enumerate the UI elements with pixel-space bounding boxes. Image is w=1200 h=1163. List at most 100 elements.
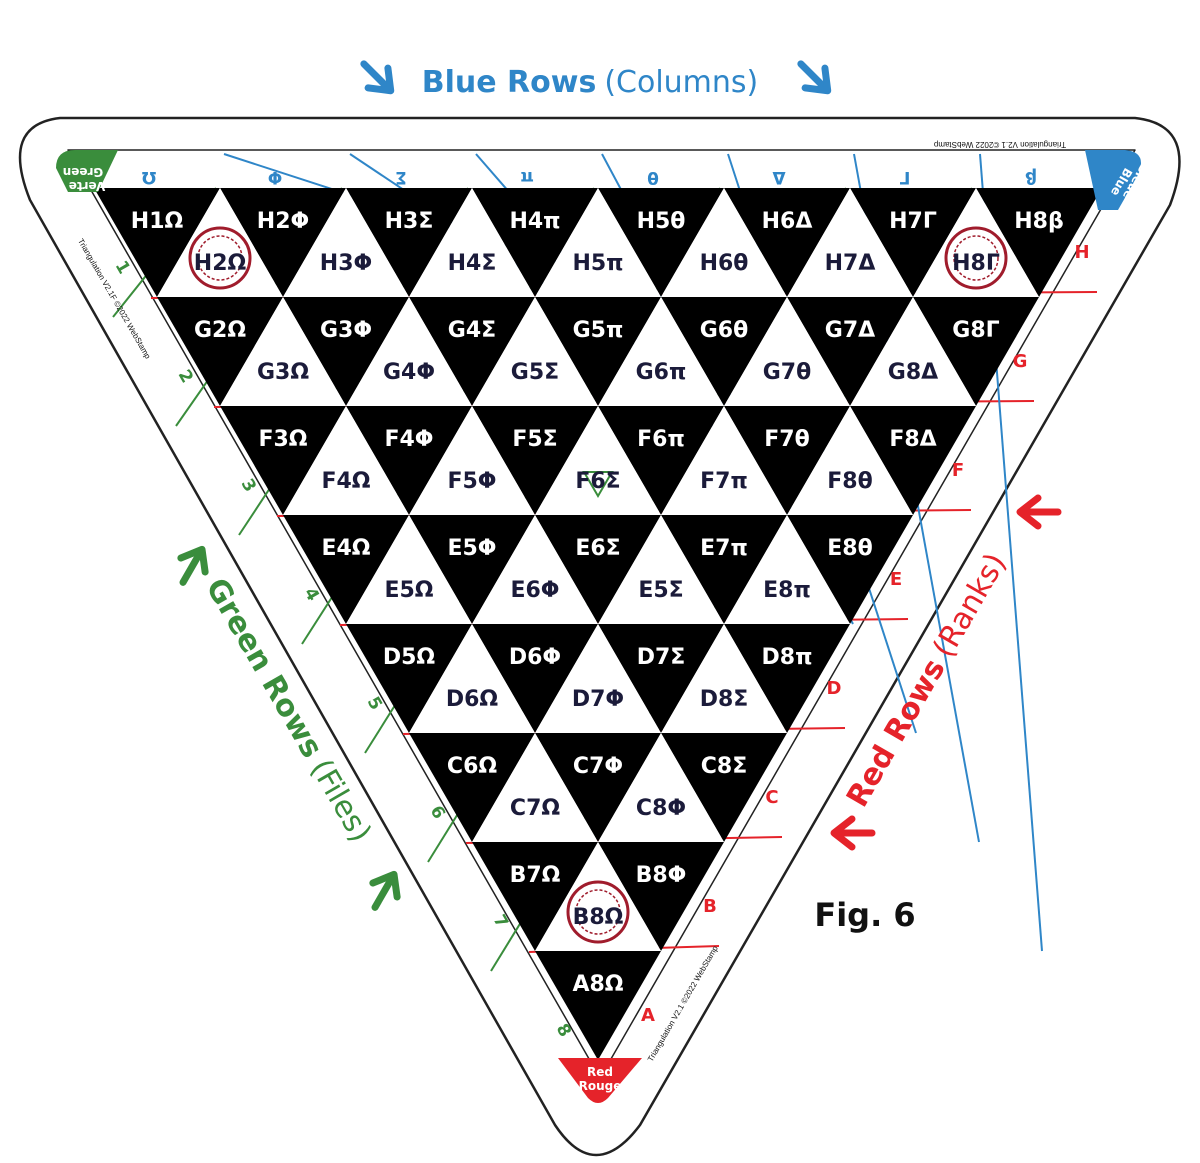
cell-label: E5Σ [638,578,683,603]
cell-dark [913,297,1039,406]
red-rank-letter: D [827,678,842,699]
stamp-seal-inner [953,235,999,281]
blue-corner-tab [1085,150,1142,210]
cell-dark [220,406,346,515]
cell-dark [409,733,535,842]
cell-label: C8Φ [636,796,686,821]
cell-label: E7π [700,536,748,561]
cell-label: H8Γ [952,251,1000,276]
cell-light [787,406,913,515]
cell-light [724,297,850,406]
red-rank-letter: A [641,1005,655,1026]
cell-light [472,515,598,624]
figure-label: Fig. 6 [814,896,915,934]
cell-light [724,515,850,624]
cell-label: F7θ [764,427,809,452]
cell-label: F5Σ [512,427,557,452]
cell-label: F5Φ [447,469,496,494]
cell-label: D7Σ [637,645,686,670]
cell-label: F7π [700,469,748,494]
cell-light [283,406,409,515]
cell-label: H2Φ [257,209,309,234]
cell-dark [598,406,724,515]
cell-light [220,297,346,406]
red-corner-text: Rouge [579,1079,622,1093]
stamp-seal [944,226,1008,290]
arrow-shaft [797,60,829,92]
red-corner-text: Red [587,1065,613,1079]
cell-label: H4Σ [448,251,497,276]
cell-label: H2Ω [194,251,247,276]
cell-light [283,188,409,297]
cell-dark [283,297,409,406]
stamp-seal-inner [575,889,621,935]
arrow-head [364,64,395,95]
arrows [177,60,1062,911]
cell-label: G5π [573,318,624,343]
red-arrow-upper [1016,494,1062,530]
cell-light [787,188,913,297]
cell-label: H7Δ [825,251,876,276]
cell-label: H5π [572,251,623,276]
arrow-shaft [179,549,204,586]
cell-label: H6Δ [762,209,813,234]
cell-light [535,624,661,733]
arrow-head [369,870,401,901]
cell-dark [535,297,661,406]
cell-label: G5Σ [511,360,559,385]
red-rank-letter: G [1013,351,1028,372]
cell-dark [220,188,346,297]
cell-label: E8θ [827,536,872,561]
cell-label: C7Ω [510,796,560,821]
blue-column-symbol: θ [647,167,659,187]
cell-light [598,515,724,624]
cell-label: F4Ω [321,469,370,494]
cell-label: G8Γ [952,318,999,343]
stamp-seal-inner [197,235,243,281]
cell-dark [598,624,724,733]
blue-column-symbol: π [520,167,533,187]
cell-dark [661,733,787,842]
cell-label: F6Σ [575,469,620,494]
cell-dark [157,297,283,406]
cell-dark [850,406,976,515]
cell-light [535,188,661,297]
cell-dark [661,297,787,406]
cell-light [598,297,724,406]
cell-label: B8Φ [636,863,687,888]
cell-label: E4Ω [321,536,370,561]
cell-dark [346,406,472,515]
arrow-head [1016,494,1042,530]
red-rank-letter: F [952,460,964,481]
cell-label: D6Ω [446,687,499,712]
cell-label: H1Ω [131,209,184,234]
cell-label: G4Σ [448,318,496,343]
red-arrow-lower [830,815,876,851]
cell-label: E5Φ [447,536,496,561]
cell-label: B8Ω [573,905,624,930]
cell-label: A8Ω [572,972,623,997]
cell-dark [724,624,850,733]
cell-dark [850,188,976,297]
cell-dark [409,515,535,624]
cell-label: G7θ [763,360,811,385]
cell-dark [346,624,472,733]
cell-light [661,406,787,515]
cell-label: H3Φ [320,251,372,276]
cell-label: D7Φ [572,687,624,712]
cell-dark [724,188,850,297]
arrow-head [177,545,209,576]
blue-arrow-right [797,60,832,95]
copyright-top: Triangulation V2.1 ©2022 WebStamp [933,140,1066,149]
cell-label: D8π [762,645,813,670]
red-rank-letter: H [1074,242,1089,263]
cell-dark [472,406,598,515]
blue-title-bold: Blue Rows [422,65,597,100]
cell-dark [535,733,661,842]
cell-light [598,733,724,842]
cell-label: F6π [637,427,685,452]
green-arrow-lower [369,870,401,911]
cell-dark [283,515,409,624]
cell-label: H3Σ [385,209,434,234]
